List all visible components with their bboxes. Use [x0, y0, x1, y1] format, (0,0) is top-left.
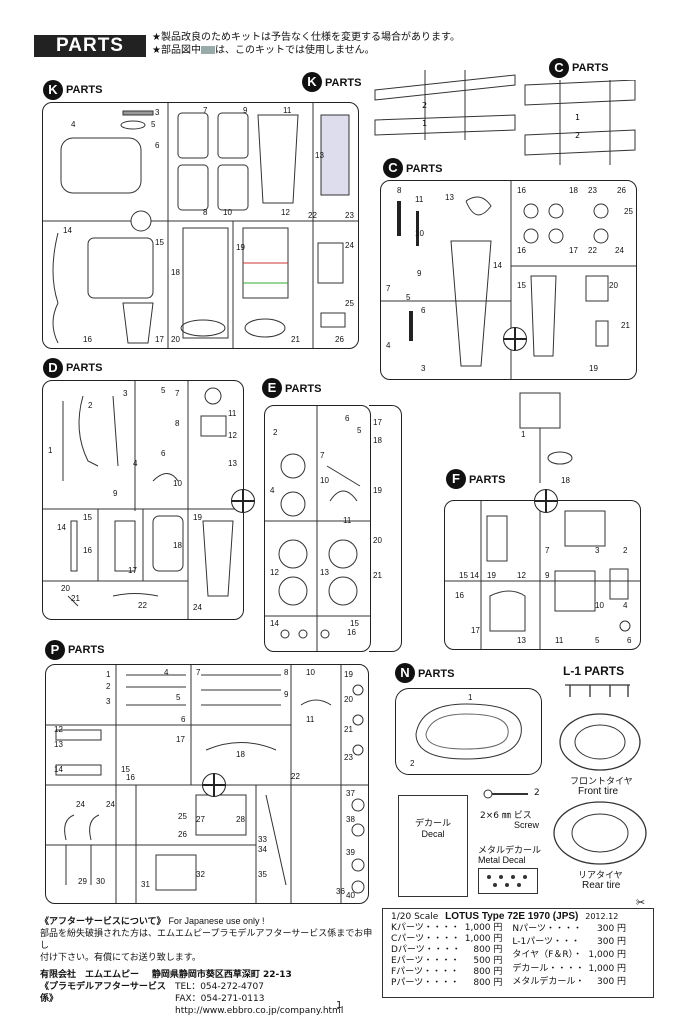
sprue-k-title: PARTS: [66, 84, 103, 96]
sprue-f-drawing: [445, 501, 640, 649]
sprue-p-runner-hub: [202, 773, 226, 797]
price-table-left: Kパーツ・・・・1,000 円 Cパーツ・・・・1,000 円 Dパーツ・・・・…: [389, 923, 504, 989]
metal-decal-sheet: [478, 868, 538, 894]
sprue-c2-title: PARTS: [572, 62, 609, 74]
sprue-p-badge: P: [45, 640, 65, 660]
sprue-n-title: PARTS: [418, 668, 455, 680]
screw-num: 2: [534, 788, 540, 798]
price-row: メタルデカール・300 円: [512, 976, 627, 987]
sprue-n-badge: N: [395, 663, 415, 683]
price-row: Cパーツ・・・・1,000 円: [391, 934, 503, 944]
sprue-n-drawing: [415, 703, 522, 760]
sprue-e-badge: E: [262, 378, 282, 398]
after-service-title-en: For Japanese use only !: [168, 916, 265, 926]
sprue-d-badge: D: [43, 358, 63, 378]
sprue-d-title: PARTS: [66, 362, 103, 374]
after-service-text2: 付け下さい。有償にてお送り致します。: [40, 953, 201, 963]
svg-text:2: 2: [422, 101, 427, 110]
metal-decal-jp: メタルデカール: [478, 846, 542, 856]
metal-decal-drawing: [487, 875, 527, 887]
price-row: Nパーツ・・・・300 円: [512, 924, 627, 935]
svg-text:1: 1: [575, 113, 580, 122]
notice-suffix: は、このキットでは使用しません。: [214, 45, 375, 56]
company-fax: FAX：054-271-0113: [175, 994, 265, 1004]
sprue-k2-drawing: 21: [374, 70, 516, 140]
screw-icon: [483, 789, 528, 799]
company-address: 静岡県静岡市葵区西草深町 22-13: [151, 970, 292, 980]
screw-size: 2×6 ㎜ ビス: [480, 811, 532, 821]
sprue-k-drawing: [43, 103, 358, 348]
sprue-e-title: PARTS: [285, 383, 322, 395]
sprue-c2-badge: C: [549, 58, 569, 78]
sprue-c-title: PARTS: [406, 163, 443, 175]
company-tel: TEL：054-272-4707: [175, 982, 264, 992]
front-tire-drawing: [559, 713, 641, 771]
decal-jp: デカール: [414, 819, 451, 829]
sprue-c2-drawing: 12: [524, 80, 636, 165]
price-list-header: 1/20 Scale LOTUS Type 72E 1970 (JPS) 201…: [383, 909, 653, 922]
price-model: LOTUS Type 72E 1970 (JPS): [445, 911, 579, 922]
after-service-title: 《アフターサービスについて》: [40, 917, 166, 927]
price-date: 2012.12: [585, 912, 619, 921]
page-title: PARTS: [34, 35, 146, 57]
after-service: 《アフターサービスについて》 For Japanese use only ! 部…: [40, 915, 380, 1017]
svg-text:1: 1: [422, 119, 427, 128]
notice-prefix: ★部品図中: [152, 45, 201, 56]
price-row: Eパーツ・・・・500 円: [391, 956, 503, 966]
metal-decal-en: Metal Decal: [478, 855, 526, 865]
l1-sprue-drawing: [565, 684, 630, 697]
price-table-right: Nパーツ・・・・300 円 L-1パーツ・・・300 円 タイヤ（F＆R）・1,…: [510, 923, 628, 989]
sprue-f-badge: F: [446, 469, 466, 489]
decal-en: Decal: [421, 829, 445, 839]
service-dept: 《プラモデルアフターサービス係》: [40, 982, 166, 1004]
sprue-k-badge: K: [43, 80, 63, 100]
sprue-f-runner-hub: [534, 489, 558, 513]
notice-line-2: ★部品図中 は、このキットでは使用しません。: [152, 44, 375, 57]
page-number: 1: [336, 1000, 343, 1011]
company-name: 有限会社 エムエムピー: [40, 970, 140, 980]
sprue-p-title: PARTS: [68, 644, 105, 656]
after-service-text1: 部品を紛失破損された方は、エムエムピープラモデルアフターサービス係までお申し: [40, 929, 373, 951]
sprue-d-runner-hub: [231, 489, 255, 513]
rear-tire-en: Rear tire: [582, 880, 621, 891]
price-list: 1/20 Scale LOTUS Type 72E 1970 (JPS) 201…: [382, 908, 654, 998]
sprue-e-drawing: [265, 406, 370, 651]
sprue-k2-badge: K: [302, 72, 322, 92]
price-scale: 1/20 Scale: [391, 912, 439, 922]
sprue-k2-title: PARTS: [325, 77, 362, 89]
price-row: Fパーツ・・・・800 円: [391, 967, 503, 977]
svg-text:2: 2: [575, 131, 580, 140]
sprue-f-title: PARTS: [469, 474, 506, 486]
price-row: タイヤ（F＆R）・1,000 円: [512, 950, 627, 961]
rear-tire-drawing: [553, 801, 647, 865]
price-row: Pパーツ・・・・800 円: [391, 978, 503, 988]
decal-sheet: デカール Decal: [398, 795, 468, 897]
price-row: Kパーツ・・・・1,000 円: [391, 923, 503, 933]
screw-en: Screw: [514, 820, 540, 830]
price-row: L-1パーツ・・・300 円: [512, 937, 627, 948]
unused-swatch: [200, 46, 215, 54]
scissors-icon: ✂: [636, 896, 646, 909]
front-tire-jp: フロントタイヤ: [570, 777, 633, 787]
company-url[interactable]: http://www.ebbro.co.jp/company.html: [175, 1006, 344, 1016]
rear-tire-jp: リアタイヤ: [578, 871, 623, 881]
front-tire-en: Front tire: [578, 786, 619, 797]
price-row: デカール・・・・1,000 円: [512, 963, 627, 974]
price-row: Dパーツ・・・・800 円: [391, 945, 503, 955]
sprue-d-drawing: [43, 381, 243, 619]
notice-line-1: ★製品改良のためキットは予告なく仕様を変更する場合があります。: [152, 32, 460, 43]
sprue-c-badge: C: [383, 158, 403, 178]
sprue-f-top-drawing: [519, 392, 573, 483]
l1-title: L-1 PARTS: [563, 664, 625, 678]
sprue-c-runner-hub: [503, 327, 527, 351]
